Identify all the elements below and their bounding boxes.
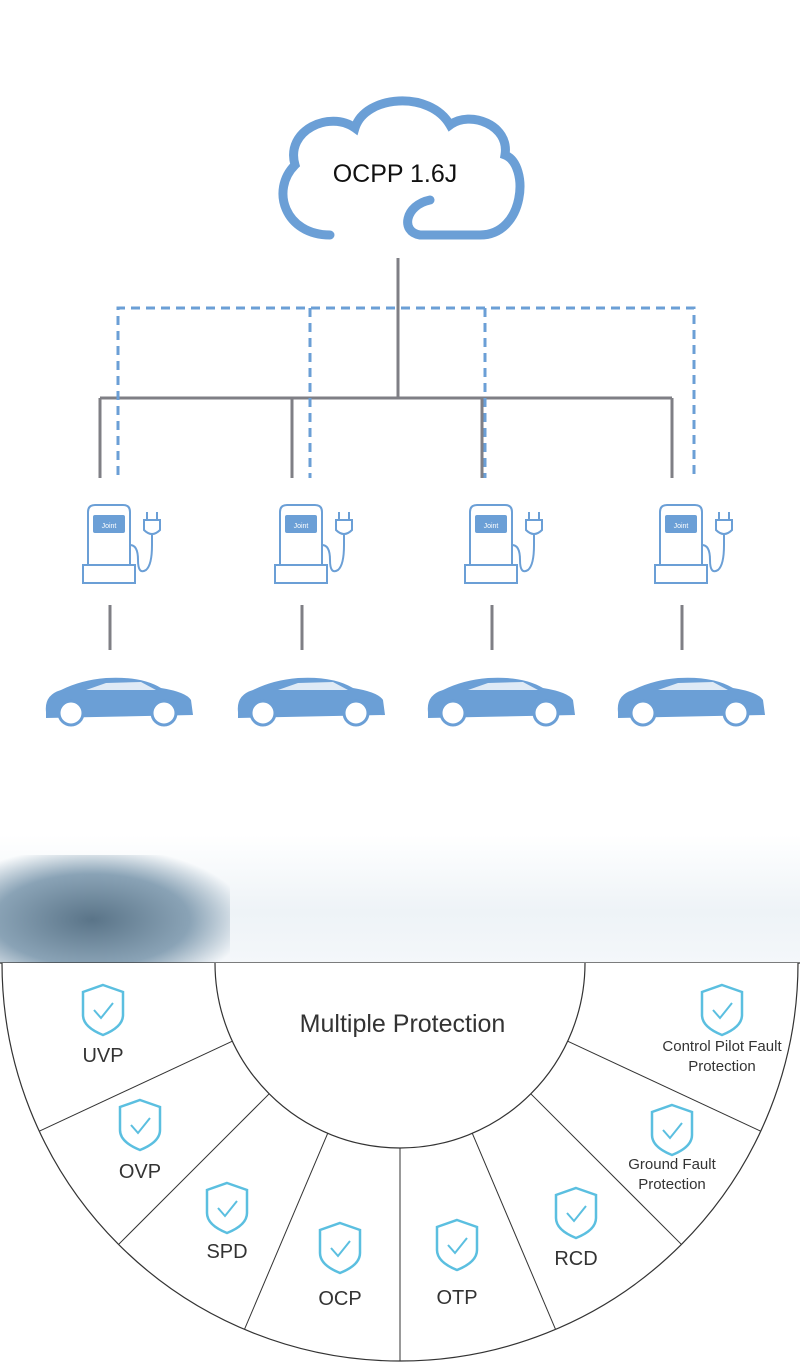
car-icon (617, 677, 765, 727)
shield-check-icon (205, 1181, 249, 1235)
sector-divider (530, 1093, 682, 1245)
sector-divider (118, 1093, 270, 1245)
shield-check-icon (118, 1098, 162, 1152)
shield-check-icon (81, 983, 125, 1037)
protection-label: Ground Fault Protection (628, 1156, 716, 1193)
car-icon (427, 677, 575, 727)
shield-check-icon (700, 983, 744, 1037)
charging-station: Joint (617, 398, 765, 727)
charger-icon: Joint (274, 504, 353, 584)
charger-brand: Joint (294, 523, 309, 530)
sector-divider (39, 1040, 233, 1132)
protection-label: UVP (82, 1045, 124, 1067)
charger-icon: Joint (464, 504, 543, 584)
charging-station: Joint (427, 308, 575, 727)
charger-brand: Joint (674, 523, 689, 530)
protection-title: Multiple Protection (299, 1010, 506, 1038)
car-icon (237, 677, 385, 727)
protection-label: OTP (436, 1287, 478, 1309)
cloud-icon (278, 96, 525, 240)
protection-label: Control Pilot Fault Protection (662, 1038, 782, 1075)
protection-label: OVP (118, 1161, 162, 1183)
charger-icon: Joint (654, 504, 733, 584)
network-diagram: Joint Joint Joint Joint (45, 96, 765, 727)
shield-check-icon (650, 1103, 694, 1157)
charging-station: Joint (237, 308, 385, 727)
sector-divider (471, 1133, 556, 1330)
cloud-label: OCPP 1.6J (332, 160, 458, 188)
sector-divider (244, 1133, 329, 1330)
shield-check-icon (435, 1218, 479, 1272)
shield-check-icon (318, 1221, 362, 1275)
charger-brand: Joint (484, 523, 499, 530)
shield-check-icon (554, 1186, 598, 1240)
protection-label: OCP (318, 1288, 362, 1310)
car-icon (45, 677, 193, 727)
charging-station: Joint (45, 398, 193, 727)
charger-icon: Joint (82, 504, 161, 584)
protection-label: SPD (206, 1241, 248, 1263)
protection-label: RCD (554, 1248, 598, 1270)
sector-divider (567, 1040, 761, 1132)
hero-car-image (0, 855, 230, 963)
charger-brand: Joint (102, 523, 117, 530)
